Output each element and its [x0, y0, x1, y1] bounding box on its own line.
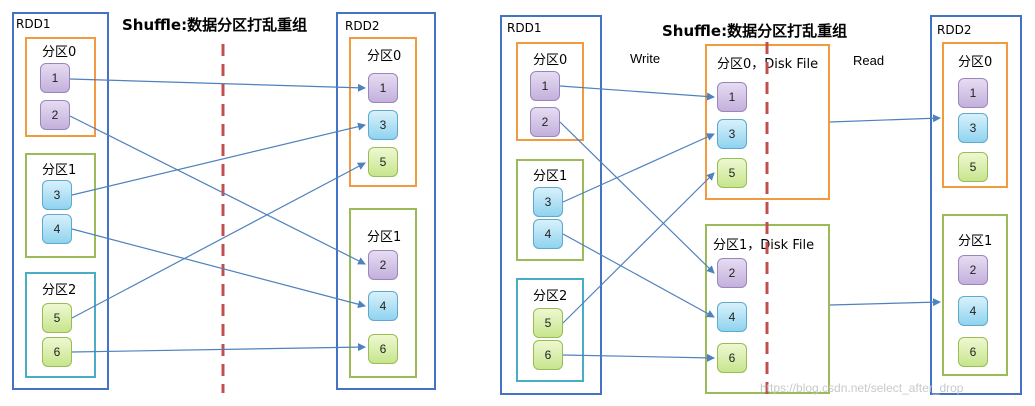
disk-file-partition-0-label: 分区0，Disk File [717, 57, 819, 72]
disk-cell-6: 6 [717, 343, 747, 373]
right-src-cell-3: 3 [533, 187, 563, 217]
left-arrow-1 [69, 78, 366, 92]
right-dst-partition-1 [942, 214, 1008, 376]
left-dst-partition-1-label: 分区1 [367, 230, 402, 245]
right-src-partition-2 [516, 278, 584, 382]
left-dst-cell-2: 2 [368, 250, 398, 280]
right-dst-partition-0 [942, 42, 1008, 188]
right-src-partition-1-label: 分区1 [533, 169, 568, 184]
left-rdd1-label: RDD1 [16, 17, 51, 31]
disk-cell-2: 2 [717, 258, 747, 288]
left-src-cell-5: 5 [42, 303, 72, 333]
watermark: https://blog.csdn.net/select_after_drop [760, 381, 964, 395]
left-src-partition-1-label: 分区1 [42, 163, 77, 178]
disk-cell-5: 5 [717, 158, 747, 188]
right-src-cell-1: 1 [530, 71, 560, 101]
right-rdd2-container [930, 15, 1022, 395]
left-src-cell-3: 3 [42, 180, 72, 210]
left-dst-cell-5: 5 [368, 147, 398, 177]
read-label: Read [853, 53, 885, 68]
read-arrow-0 [829, 114, 941, 123]
right-dst-cell-3: 3 [958, 113, 988, 143]
left-dst-cell-6: 6 [368, 334, 398, 364]
left-dst-cell-4: 4 [368, 291, 398, 321]
right-src-partition-2-label: 分区2 [533, 289, 568, 304]
right-src-cell-5: 5 [533, 308, 563, 338]
right-dst-partition-0-label: 分区0 [958, 55, 993, 70]
left-arrow-2 [69, 115, 366, 265]
right-dst-cell-2: 2 [958, 255, 988, 285]
right-dst-cell-6: 6 [958, 337, 988, 367]
right-title: Shuffle:数据分区打乱重组 [662, 22, 848, 40]
left-src-cell-1: 1 [40, 63, 70, 93]
left-dst-cell-3: 3 [368, 110, 398, 140]
left-dst-cell-1: 1 [368, 73, 398, 103]
right-src-cell-6: 6 [533, 340, 563, 370]
disk-cell-1: 1 [717, 82, 747, 112]
left-src-partition-2-label: 分区2 [42, 283, 77, 298]
left-arrow-6 [71, 343, 366, 353]
disk-cell-4: 4 [717, 302, 747, 332]
left-arrow-4 [71, 228, 366, 309]
left-src-cell-4: 4 [42, 214, 72, 244]
read-arrow-1 [829, 298, 941, 307]
left-src-cell-2: 2 [40, 100, 70, 130]
right-rdd2-label: RDD2 [937, 23, 972, 37]
right-src-partition-0-label: 分区0 [533, 53, 568, 68]
right-rdd1-label: RDD1 [507, 21, 542, 35]
write-label: Write [630, 51, 661, 66]
right-dst-cell-1: 1 [958, 78, 988, 108]
left-dst-partition-0-label: 分区0 [367, 49, 402, 64]
left-arrow-3 [71, 122, 366, 196]
disk-file-partition-1-label: 分区1，Disk File [713, 238, 815, 253]
right-dst-cell-5: 5 [958, 152, 988, 182]
left-arrow-5 [71, 162, 366, 319]
right-dst-cell-4: 4 [958, 296, 988, 326]
left-rdd2-label: RDD2 [345, 19, 380, 33]
left-title: Shuffle:数据分区打乱重组 [122, 16, 308, 34]
left-dst-partition-0 [349, 37, 417, 187]
left-src-partition-0-label: 分区0 [42, 45, 77, 60]
left-src-partition-2 [25, 272, 96, 378]
right-src-cell-2: 2 [530, 107, 560, 137]
right-src-cell-4: 4 [533, 219, 563, 249]
left-src-cell-6: 6 [42, 337, 72, 367]
right-dst-partition-1-label: 分区1 [958, 234, 993, 249]
disk-cell-3: 3 [717, 119, 747, 149]
